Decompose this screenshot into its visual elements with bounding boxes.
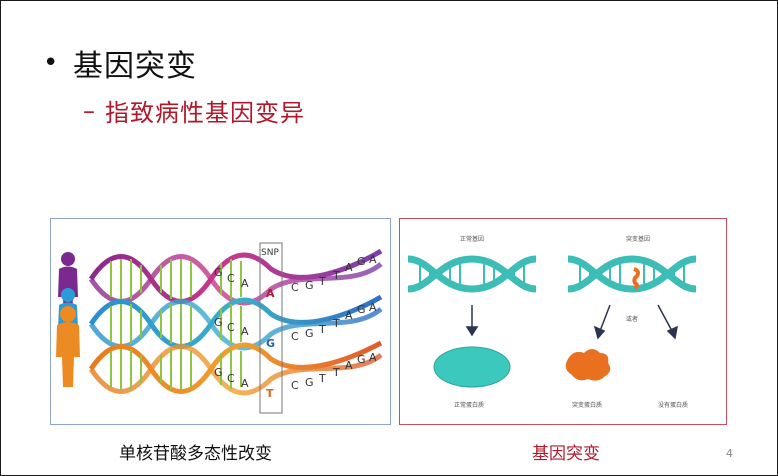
- snp-highlight-box: [259, 242, 283, 414]
- base-letter: T: [332, 317, 340, 330]
- base-letter: G: [357, 303, 366, 316]
- base-letter: A: [369, 351, 377, 364]
- base-letter: C: [291, 281, 299, 294]
- base-letter: G: [214, 266, 223, 279]
- normal-dna-icon: [407, 255, 537, 293]
- base-letter: C: [291, 330, 299, 343]
- base-letter: G: [305, 376, 314, 389]
- normal-gene-label: 正常基因: [460, 235, 484, 243]
- person-icon-orange: [56, 306, 80, 387]
- dna-helix-row-2: [88, 294, 383, 351]
- base-letter: G: [305, 279, 314, 292]
- base-letter: G: [357, 353, 366, 366]
- arrow-down-left-icon: [599, 304, 611, 332]
- base-letter: A: [345, 261, 353, 274]
- base-letter: A: [369, 253, 377, 266]
- base-letter: G: [305, 327, 314, 340]
- base-letter: A: [241, 325, 249, 338]
- base-letter: A: [369, 301, 377, 314]
- mutant-protein-label: 突变蛋白质: [572, 401, 602, 409]
- base-letter: G: [357, 255, 366, 268]
- mutation-or-label: 或者: [626, 315, 638, 323]
- dna-helix-row-1: [88, 248, 383, 306]
- slide-title: 基因突变: [73, 49, 197, 84]
- base-letter: C: [227, 272, 235, 285]
- mutant-dna-icon: [567, 255, 697, 293]
- base-letter: G: [214, 316, 223, 329]
- mutant-protein-icon: [565, 349, 611, 381]
- base-letter: C: [227, 372, 235, 385]
- variant-base-3: T: [266, 387, 274, 400]
- base-letter: T: [318, 275, 326, 288]
- base-letter: G: [214, 366, 223, 379]
- snp-caption: 单核苷酸多态性改变: [119, 444, 272, 464]
- mutation-caption: 基因突变: [532, 444, 600, 464]
- arrow-down-right-icon: [657, 304, 673, 332]
- dna-helix-row-3: [88, 340, 383, 396]
- mutation-figure: 正常基因 突变基因: [399, 218, 727, 425]
- no-protein-label: 没有蛋白质: [658, 401, 688, 409]
- base-letter: T: [318, 323, 326, 336]
- base-letter: A: [241, 377, 249, 390]
- dash-icon: –: [83, 96, 95, 125]
- base-letter: A: [345, 309, 353, 322]
- subtitle-row: – 指致病性基因变异: [83, 93, 305, 128]
- mutant-gene-label: 突变基因: [626, 235, 650, 243]
- base-letter: C: [291, 379, 299, 392]
- normal-protein-icon: [433, 346, 511, 388]
- mutation-site-icon: [632, 267, 640, 290]
- bullet-icon: •: [43, 48, 59, 78]
- snp-label: SNP: [261, 248, 279, 258]
- mutation-illustration: 正常基因 突变基因: [407, 235, 697, 409]
- base-letter: T: [318, 372, 326, 385]
- base-letter: C: [227, 321, 235, 334]
- normal-protein-label: 正常蛋白质: [454, 401, 484, 409]
- base-letter: A: [241, 277, 249, 290]
- page-number: 4: [726, 447, 733, 460]
- variant-base-2: G: [266, 337, 275, 350]
- base-letter: T: [332, 269, 340, 282]
- snp-figure: SNP G C A A C G T T A G A G C A G C: [50, 218, 391, 425]
- slide-subtitle: 指致病性基因变异: [105, 99, 305, 127]
- snp-illustration: SNP G C A A C G T T A G A G C A G C: [56, 242, 383, 414]
- title-row: • 基因突变: [43, 41, 197, 85]
- base-letter: T: [332, 366, 340, 379]
- variant-base-1: A: [266, 287, 275, 300]
- base-letter: A: [345, 359, 353, 372]
